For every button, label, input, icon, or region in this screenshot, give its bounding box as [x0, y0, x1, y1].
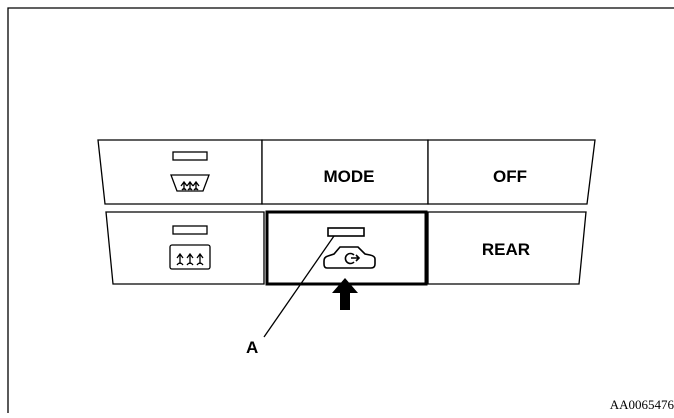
windshield-defrost-icon [170, 174, 210, 192]
recirculation-button[interactable] [265, 210, 428, 286]
indicator-lamp [172, 151, 208, 161]
rear-button[interactable]: REAR [427, 211, 587, 285]
air-recirculation-icon [323, 246, 376, 269]
figure-frame [7, 7, 674, 413]
callout-leader-line [263, 235, 335, 338]
indicator-lamp [172, 225, 208, 235]
off-button-label: OFF [493, 167, 527, 186]
mode-button-label: MODE [324, 167, 375, 186]
rear-button-label: REAR [482, 240, 530, 259]
press-arrow-icon [332, 278, 358, 310]
off-button[interactable]: OFF [427, 139, 596, 205]
windshield-defrost-button[interactable] [97, 139, 263, 205]
indicator-lamp [327, 227, 365, 237]
callout-label-a: A [246, 338, 258, 357]
figure-code: AA0065476 [609, 397, 674, 412]
rear-defog-button[interactable] [105, 211, 265, 285]
mode-button[interactable]: MODE [261, 139, 429, 205]
rear-window-defog-icon [169, 244, 211, 270]
